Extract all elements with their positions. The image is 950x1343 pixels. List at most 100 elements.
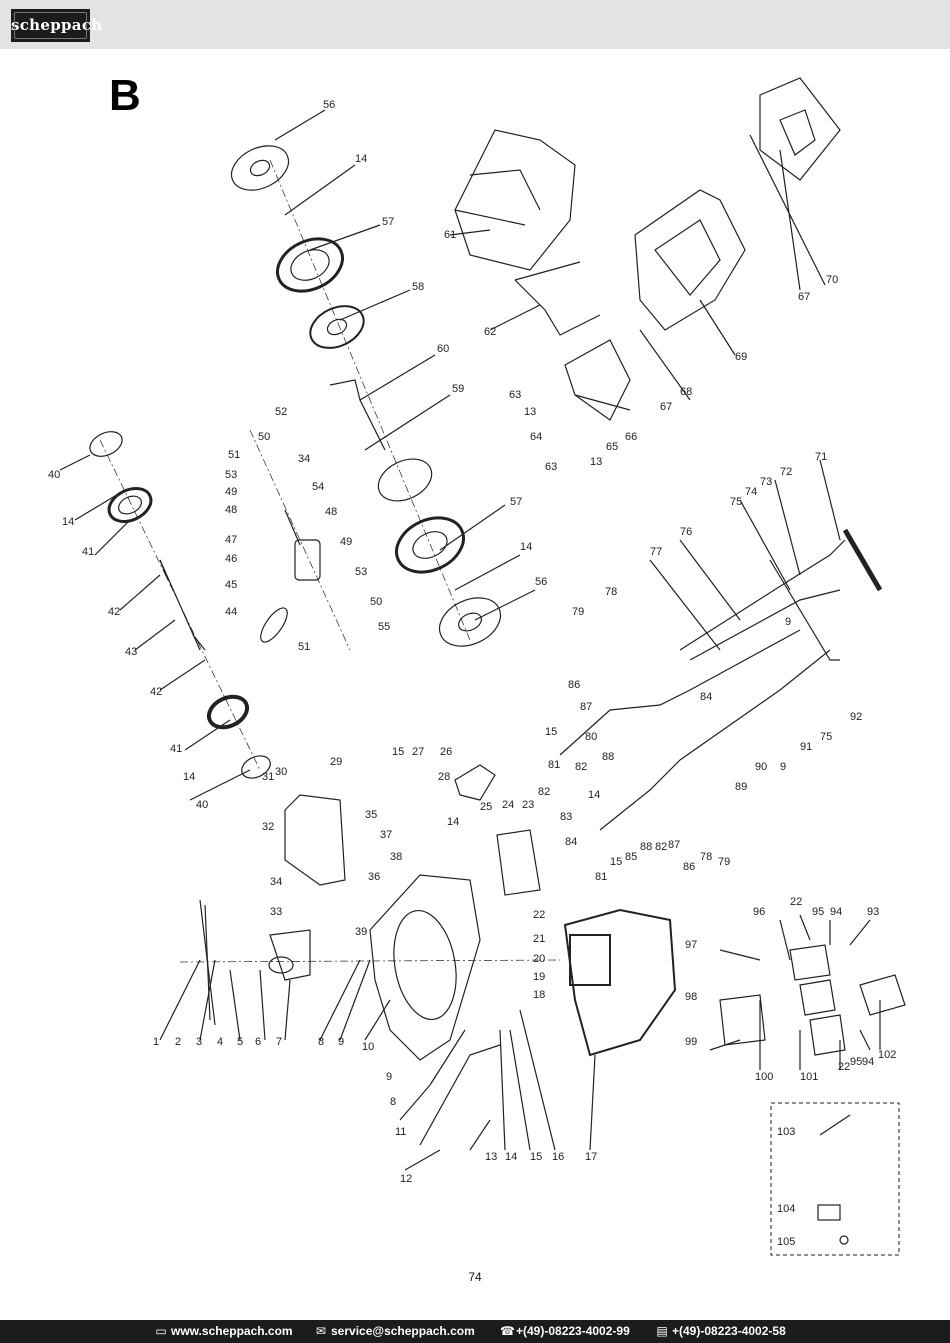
footer-fax: ▤+(49)-08223-4002-58 [656, 1324, 786, 1339]
part-number-label: 17 [585, 1151, 597, 1163]
part-number-label: 31 [262, 771, 274, 783]
footer-email[interactable]: ✉service@scheppach.com [315, 1324, 475, 1339]
part-number-label: 35 [365, 809, 377, 821]
part-number-label: 22 [838, 1061, 850, 1073]
part-number-label: 33 [270, 906, 282, 918]
footer-website[interactable]: ▭ www.scheppach.com [155, 1324, 293, 1339]
part-number-label: 85 [625, 851, 637, 863]
part-number-label: 53 [355, 566, 367, 578]
part-number-label: 93 [867, 906, 879, 918]
part-number-label: 14 [62, 516, 74, 528]
part-number-label: 59 [452, 383, 464, 395]
part-number-label: 34 [298, 453, 310, 465]
part-number-label: 19 [533, 971, 545, 983]
part-number-label: 14 [505, 1151, 517, 1163]
part-number-label: 84 [565, 836, 577, 848]
part-number-label: 2 [175, 1036, 181, 1048]
part-number-label: 89 [735, 781, 747, 793]
part-number-label: 84 [700, 691, 712, 703]
part-number-label: 88 [602, 751, 614, 763]
part-number-label: 14 [588, 789, 600, 801]
part-number-label: 11 [395, 1126, 406, 1138]
part-number-label: 81 [548, 759, 560, 771]
scheppach-logo: scheppach [11, 9, 102, 42]
part-number-label: 70 [826, 274, 838, 286]
part-number-label: 42 [150, 686, 162, 698]
logo-frame [14, 12, 87, 39]
part-number-label: 9 [780, 761, 786, 773]
part-number-label: 14 [183, 771, 195, 783]
part-number-label: 41 [82, 546, 94, 558]
part-number-label: 9 [338, 1036, 344, 1048]
computer-icon: ▭ [155, 1324, 167, 1338]
part-number-label: 103 [777, 1126, 795, 1138]
part-number-label: 94 [862, 1056, 874, 1068]
part-number-label: 28 [438, 771, 450, 783]
part-number-label: 25 [480, 801, 492, 813]
part-number-label: 36 [368, 871, 380, 883]
part-number-label: 54 [312, 481, 324, 493]
part-number-label: 95 [812, 906, 824, 918]
part-number-label: 46 [225, 553, 237, 565]
part-number-label: 15 [610, 856, 622, 868]
part-number-label: 74 [745, 486, 757, 498]
part-number-label: 1 [153, 1036, 159, 1048]
part-number-label: 32 [262, 821, 274, 833]
part-number-label: 56 [535, 576, 547, 588]
part-number-label: 15 [530, 1151, 542, 1163]
part-number-label: 48 [325, 506, 337, 518]
part-number-label: 101 [800, 1071, 818, 1083]
part-number-label: 94 [830, 906, 842, 918]
part-number-label: 67 [798, 291, 810, 303]
phone-text: +(49)-08223-4002-99 [516, 1324, 630, 1338]
part-number-label: 98 [685, 991, 697, 1003]
part-number-label: 21 [533, 933, 545, 945]
part-number-label: 62 [484, 326, 496, 338]
part-number-label: 78 [700, 851, 712, 863]
part-number-label: 43 [125, 646, 137, 658]
part-number-label: 80 [585, 731, 597, 743]
page-footer: ▭ www.scheppach.com ✉service@scheppach.co… [0, 1320, 950, 1343]
part-number-label: 71 [815, 451, 827, 463]
part-number-label: 50 [370, 596, 382, 608]
part-number-label: 47 [225, 534, 237, 546]
part-number-label: 63 [545, 461, 557, 473]
part-number-label: 16 [552, 1151, 564, 1163]
part-number-label: 57 [510, 496, 522, 508]
part-number-label: 18 [533, 989, 545, 1001]
page-header: scheppach [0, 0, 950, 49]
part-number-label: 42 [108, 606, 120, 618]
email-text: service@scheppach.com [331, 1324, 475, 1338]
part-number-label: 51 [298, 641, 310, 653]
part-number-label: 29 [330, 756, 342, 768]
part-number-label: 96 [753, 906, 765, 918]
part-number-label: 91 [800, 741, 812, 753]
brand-name: scheppach [11, 16, 103, 34]
part-number-label: 3 [196, 1036, 202, 1048]
part-number-label: 13 [590, 456, 602, 468]
part-number-label: 24 [502, 799, 514, 811]
part-number-label: 37 [380, 829, 392, 841]
part-number-label: 77 [650, 546, 662, 558]
part-number-label: 104 [777, 1203, 795, 1215]
part-number-label: 30 [275, 766, 287, 778]
section-label: B [109, 71, 141, 120]
part-number-label: 90 [755, 761, 767, 773]
part-number-label: 99 [685, 1036, 697, 1048]
part-number-label: 7 [276, 1036, 282, 1048]
part-number-label: 56 [323, 99, 335, 111]
part-number-label: 83 [560, 811, 572, 823]
website-text: www.scheppach.com [171, 1324, 293, 1338]
part-number-label: 14 [355, 153, 367, 165]
part-number-label: 49 [225, 486, 237, 498]
part-number-label: 41 [170, 743, 182, 755]
part-number-label: 39 [355, 926, 367, 938]
part-number-label: 69 [735, 351, 747, 363]
part-number-label: 26 [440, 746, 452, 758]
part-number-label: 40 [196, 799, 208, 811]
part-number-label: 15 [392, 746, 404, 758]
part-number-label: 61 [444, 229, 456, 241]
part-number-label: 40 [48, 469, 60, 481]
fax-text: +(49)-08223-4002-58 [672, 1324, 786, 1338]
